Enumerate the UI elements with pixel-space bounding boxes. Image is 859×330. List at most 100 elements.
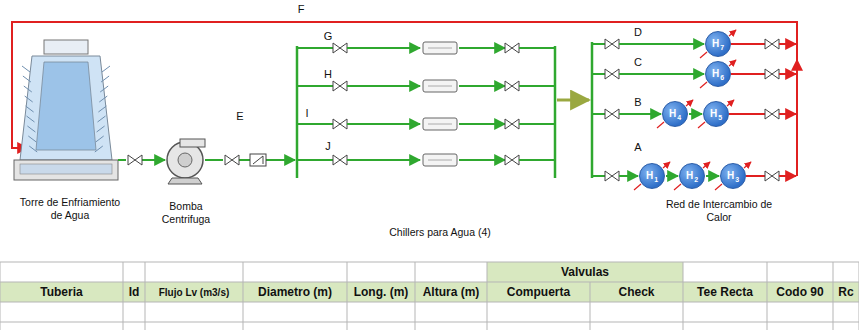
centrifugal-pump bbox=[167, 139, 205, 184]
table-header: Codo 90 bbox=[767, 282, 833, 302]
chiller-branches bbox=[297, 47, 333, 49]
cooling-tower bbox=[101, 76, 109, 82]
centrifugal-pump bbox=[178, 153, 192, 167]
network-branches bbox=[592, 30, 796, 190]
chiller-branches bbox=[347, 159, 420, 161]
table-header: Altura (m) bbox=[415, 282, 487, 302]
return-line bbox=[796, 60, 798, 120]
chiller-branches bbox=[519, 159, 555, 161]
line-letter: F bbox=[294, 3, 308, 16]
chiller-manifold bbox=[554, 46, 557, 178]
network-branches bbox=[765, 39, 779, 49]
check-valve bbox=[253, 156, 263, 164]
exchanger-letter: H bbox=[712, 39, 719, 49]
pipe-connector bbox=[666, 175, 678, 177]
heat-exchanger: H5 bbox=[703, 101, 729, 127]
table-grid bbox=[0, 282, 859, 302]
table-grid bbox=[683, 262, 684, 330]
chiller-branches bbox=[347, 85, 420, 87]
supply-line bbox=[266, 159, 295, 161]
check-valve bbox=[263, 156, 264, 164]
table-header: Valvulas bbox=[487, 262, 683, 282]
network-branches bbox=[592, 175, 605, 177]
table-grid bbox=[145, 262, 146, 330]
network-branches bbox=[674, 184, 681, 190]
chiller-manifold bbox=[296, 46, 299, 178]
chiller-branches bbox=[428, 86, 452, 87]
network-branches bbox=[700, 82, 707, 88]
gate-valve bbox=[225, 155, 239, 165]
heat-exchanger: H1 bbox=[639, 163, 665, 189]
network-branches bbox=[779, 43, 796, 45]
network-branches bbox=[700, 52, 707, 58]
centrifugal-pump bbox=[168, 178, 202, 184]
exchanger-number: 1 bbox=[654, 176, 658, 183]
supply-line bbox=[205, 159, 223, 161]
exchanger-letter: H bbox=[712, 69, 719, 79]
cooling-tower bbox=[96, 136, 104, 142]
line-letter: I bbox=[300, 107, 314, 120]
cooling-tower bbox=[102, 66, 110, 72]
exchanger-letter: H bbox=[710, 109, 717, 119]
chiller-branches bbox=[297, 42, 555, 166]
table-header: Id bbox=[123, 282, 145, 302]
network-branches bbox=[703, 162, 710, 168]
network-branches bbox=[779, 175, 796, 177]
chiller-branches bbox=[519, 47, 555, 49]
exchanger-letter: H bbox=[646, 171, 653, 181]
table-header: Flujo Lv (m3/s) bbox=[145, 282, 243, 302]
line-letter: A bbox=[631, 141, 645, 154]
cooling-tower bbox=[29, 146, 37, 152]
supply-line bbox=[118, 159, 126, 161]
chiller-branches bbox=[428, 48, 452, 49]
line-letter: E bbox=[233, 110, 247, 123]
heat-exchanger: H2 bbox=[679, 163, 705, 189]
network-branches bbox=[765, 171, 779, 181]
exchanger-letter: H bbox=[686, 171, 693, 181]
heat-exchanger: H6 bbox=[705, 61, 731, 87]
cooling-tower bbox=[26, 106, 34, 112]
network-branches bbox=[731, 43, 765, 45]
cooling-tower bbox=[20, 164, 112, 174]
equipment-caption: Torre de Enfriamiento de Agua bbox=[18, 196, 122, 221]
network-branches bbox=[592, 43, 605, 45]
flow-arrow bbox=[557, 99, 589, 102]
network-branches bbox=[729, 30, 736, 36]
network-branches bbox=[663, 162, 670, 168]
table-grid bbox=[833, 262, 834, 330]
table-header: Rc bbox=[833, 282, 859, 302]
table-grid bbox=[415, 262, 416, 330]
supply-line bbox=[142, 159, 165, 161]
chiller-branches bbox=[297, 159, 333, 161]
network-branches bbox=[605, 171, 619, 181]
cooling-tower bbox=[27, 126, 35, 132]
cooling-tower bbox=[100, 86, 108, 92]
cooling-tower bbox=[14, 160, 118, 180]
cooling-tower bbox=[20, 56, 112, 160]
table-grid bbox=[347, 262, 348, 330]
chiller-manifold bbox=[297, 46, 555, 178]
heat-exchanger: H4 bbox=[662, 101, 688, 127]
equipment-caption: Bomba Centrifuga bbox=[146, 200, 226, 225]
network-branches bbox=[765, 109, 779, 119]
heat-exchanger: H7 bbox=[705, 31, 731, 57]
supply-line bbox=[239, 159, 250, 161]
chiller-branches bbox=[423, 80, 457, 92]
cooling-tower bbox=[27, 116, 35, 122]
table-header: Check bbox=[590, 282, 683, 302]
cooling-tower bbox=[25, 96, 33, 102]
chiller-branches bbox=[297, 85, 333, 87]
network-branches bbox=[727, 100, 734, 106]
chiller-branches bbox=[519, 123, 555, 125]
cooling-tower bbox=[22, 66, 30, 72]
network-branches bbox=[592, 73, 605, 75]
network-branches bbox=[765, 69, 779, 79]
network-branches bbox=[731, 73, 765, 75]
line-letter: J bbox=[321, 140, 335, 153]
network-branches bbox=[605, 109, 619, 119]
cooling-tower bbox=[22, 66, 110, 152]
cooling-tower bbox=[44, 40, 88, 54]
network-branches bbox=[779, 73, 796, 75]
table-header: Tuberia bbox=[0, 282, 123, 302]
